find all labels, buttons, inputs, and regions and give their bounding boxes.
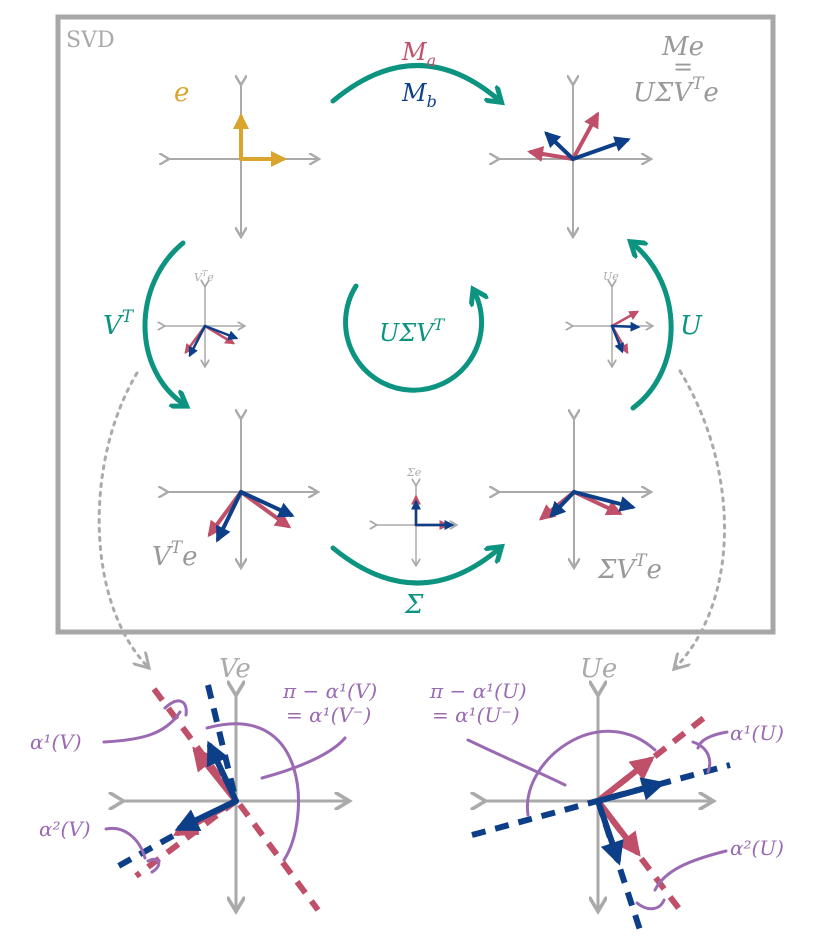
connector-U-to-Ue (676, 369, 726, 667)
label-U: U (680, 311, 703, 341)
label-Ue-small: Ue (603, 270, 619, 283)
label-Sigma: Σ (404, 590, 424, 620)
leader-piU (466, 738, 567, 787)
label-a2U: α²(U) (730, 836, 784, 860)
label-VT: VT (103, 307, 135, 341)
axes-Ue (466, 694, 731, 931)
angle-arc-a2V (146, 857, 161, 874)
axes-VTe-small (164, 286, 244, 366)
frame-title: SVD (66, 28, 115, 53)
arrow-USVT-cycle (343, 283, 482, 393)
label-Ue: Ue (580, 654, 617, 684)
axes-Ve (102, 685, 348, 912)
leader-a2V (104, 826, 147, 860)
label-piV-line2: = α¹(V⁻) (286, 703, 371, 727)
label-piU-line2: = α¹(U⁻) (432, 703, 520, 727)
label-piV-line1: π − α¹(V) (282, 679, 377, 703)
label-VTe-small: VTe (194, 269, 214, 284)
label-a1V: α¹(V) (30, 730, 82, 754)
axes-e (168, 84, 318, 236)
label-USVT: UΣVT (379, 315, 446, 347)
arrow-VT (142, 240, 185, 405)
label-Ma: Ma (401, 38, 436, 70)
axes-Me (498, 84, 650, 236)
arrow-Sigma (330, 548, 500, 586)
label-piU-line1: π − α¹(U) (429, 679, 527, 703)
svd-frame (55, 14, 776, 635)
axes-Se-small (376, 485, 456, 565)
angle-arc-a2U (635, 898, 666, 911)
leader-a1U (696, 730, 729, 750)
arrow-U (632, 243, 674, 411)
label-a2V: α²(V) (39, 817, 91, 841)
label-Ve: Ve (219, 654, 251, 684)
label-Mb: Mb (401, 79, 437, 111)
label-a1U: α¹(U) (730, 721, 784, 745)
angle-arc-a1U (691, 740, 712, 774)
axes-VTe (167, 418, 317, 567)
axes-SVTe (498, 418, 650, 567)
leader-piV (260, 736, 347, 780)
label-e: e (174, 78, 189, 108)
label-USVTe: UΣVTe (633, 74, 719, 108)
angle-arc-piU (526, 729, 657, 817)
dashed-axis-red-V2 (134, 798, 238, 879)
angle-arc-a1V (163, 699, 188, 717)
arrow-M (330, 63, 500, 102)
label-Me: Me (661, 32, 704, 62)
connector-VT-to-Ve (97, 371, 147, 666)
label-equals: = (673, 53, 693, 81)
label-VTe: VTe (152, 538, 198, 572)
leader-a2U (653, 849, 728, 892)
label-Se-small: Σe (406, 466, 422, 479)
dashed-axis-red-V (151, 687, 321, 912)
leader-a1V (102, 710, 182, 744)
label-SVTe: ΣVTe (597, 551, 662, 585)
axes-Ue-small (572, 286, 652, 366)
